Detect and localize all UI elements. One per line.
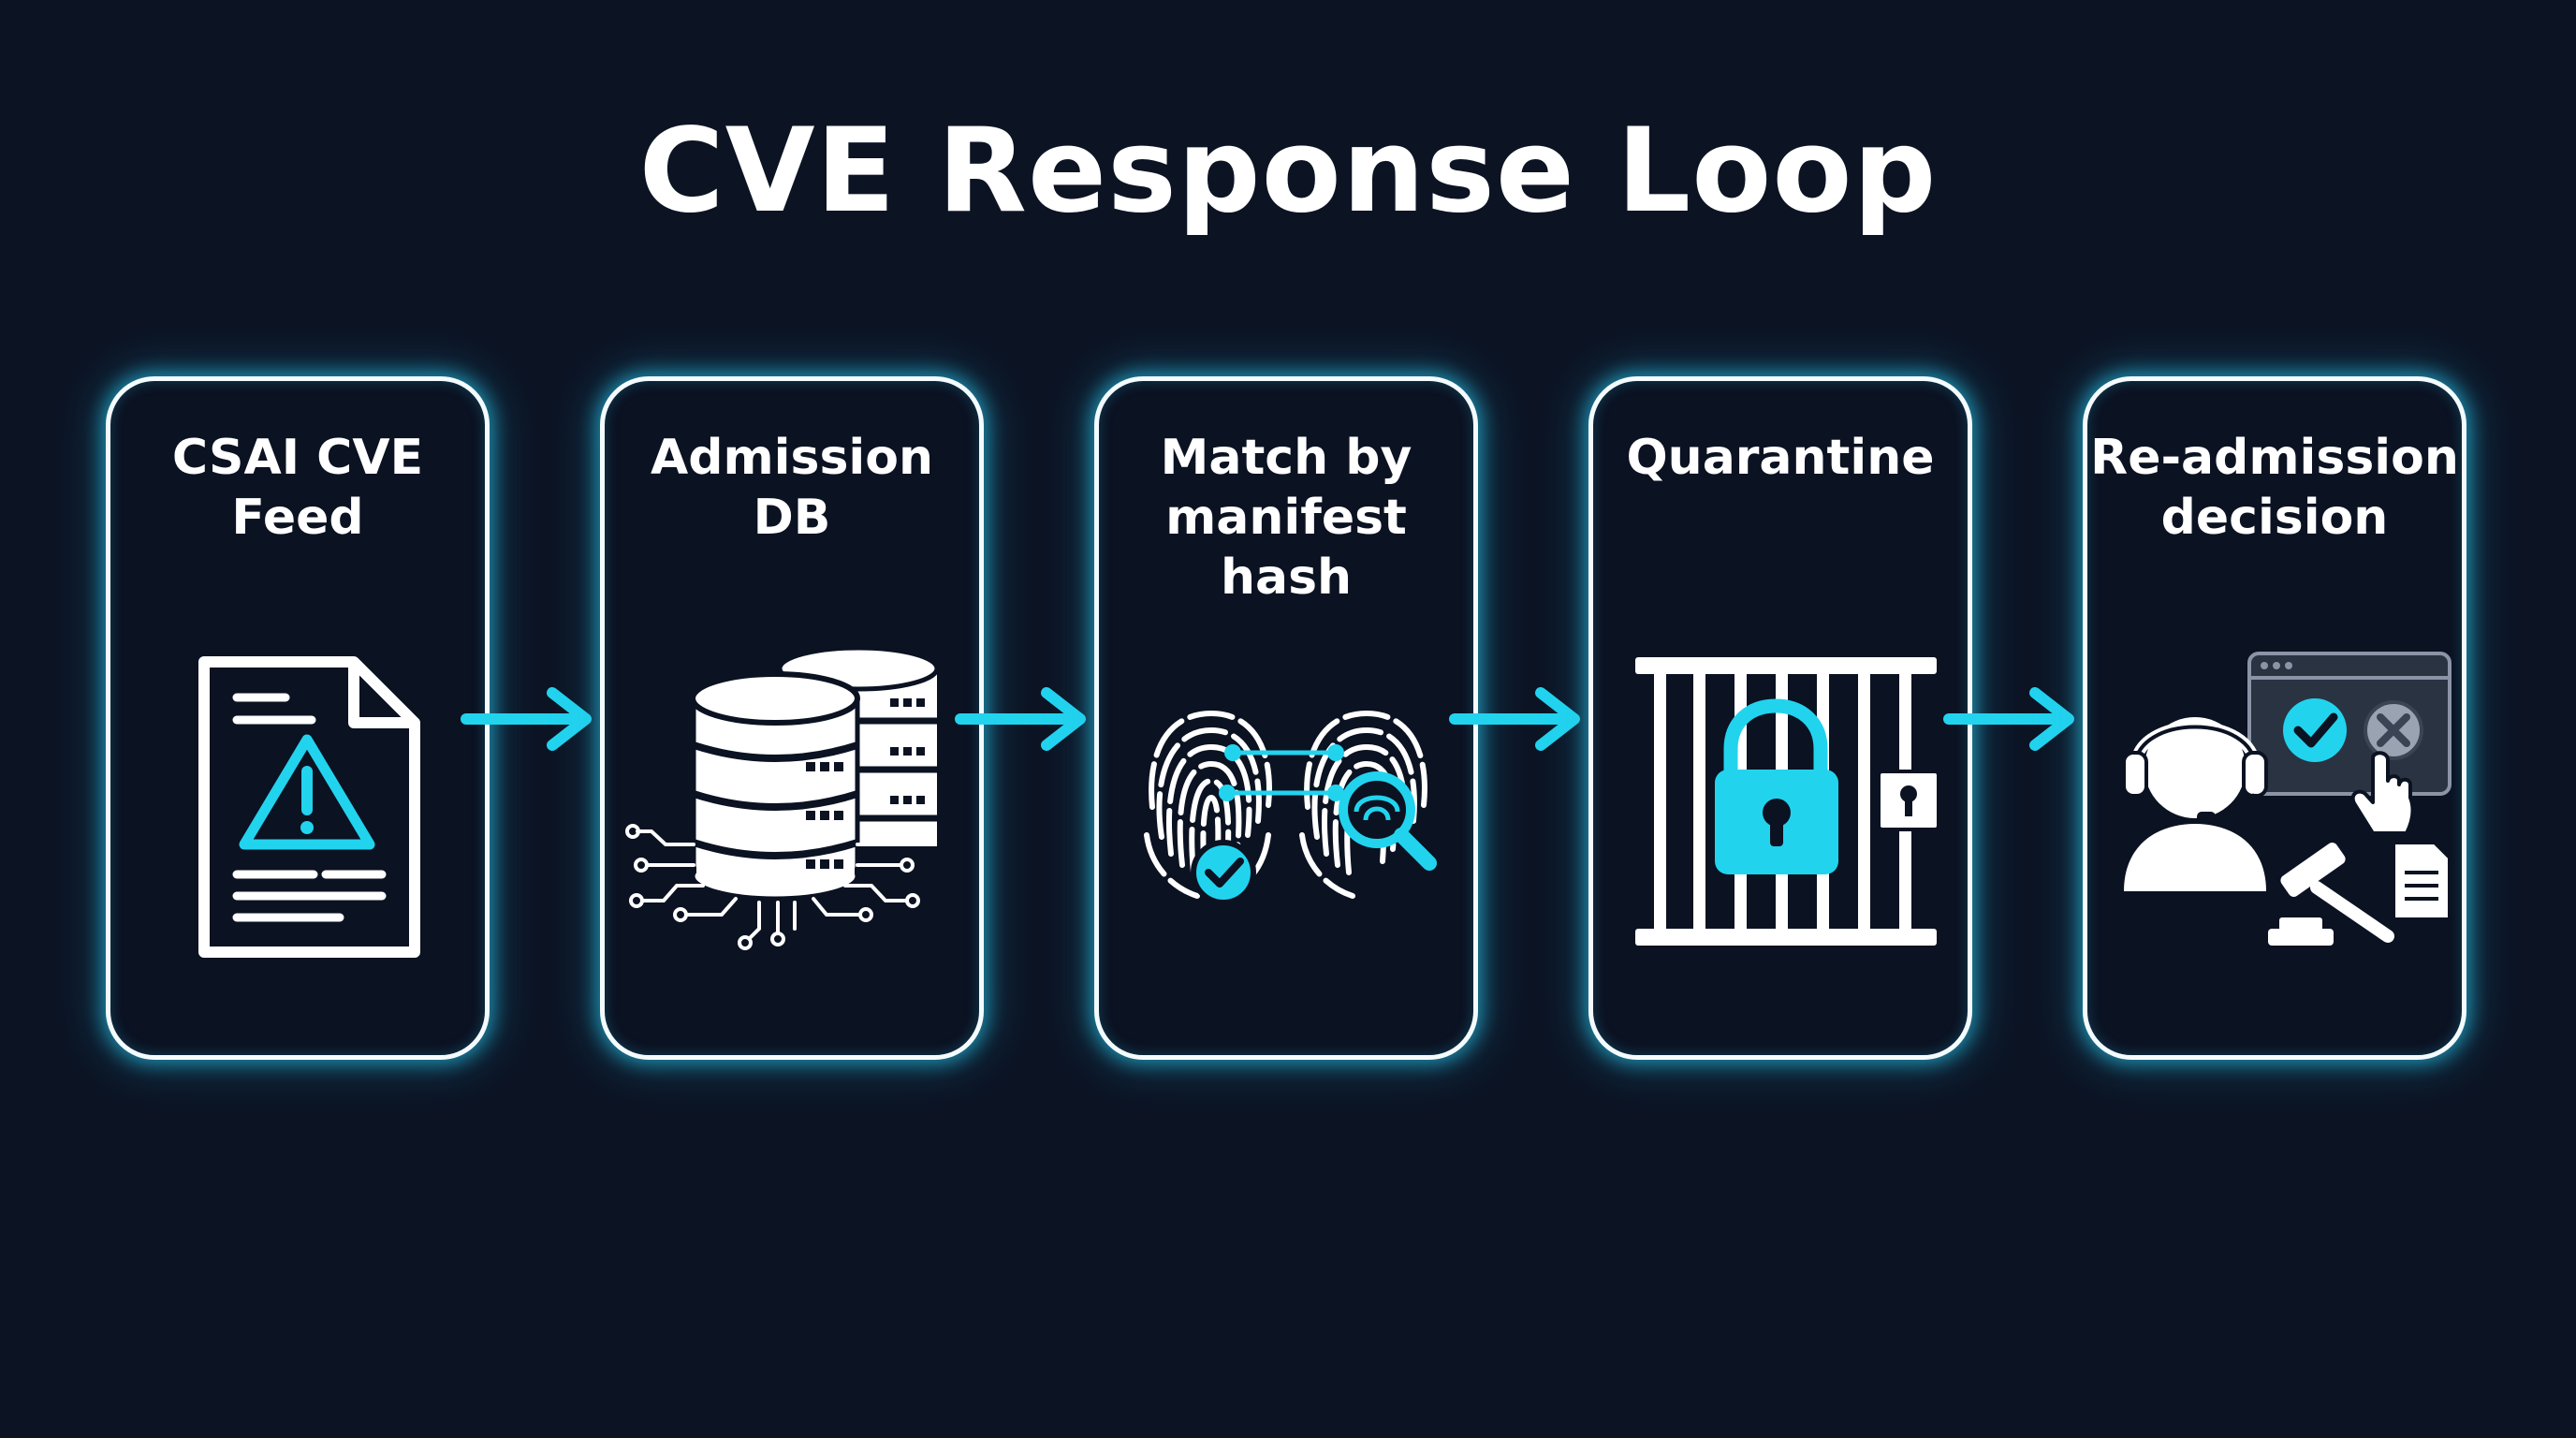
locked-cage-icon <box>1635 657 1940 946</box>
reviewer-gavel-icon <box>2122 652 2452 946</box>
flow-arrow-1 <box>461 687 592 751</box>
flow-arrow-2 <box>955 687 1086 751</box>
step-csai-cve-feed: CSAI CVE Feed <box>106 376 490 1060</box>
step-re-admission-decision: Re-admission decision <box>2083 376 2466 1060</box>
step-label: CSAI CVE Feed <box>171 430 424 546</box>
step-admission-db: Admission DB <box>600 376 984 1060</box>
database-icon <box>625 645 940 950</box>
step-label: Admission DB <box>651 430 933 546</box>
flow-arrow-4 <box>1943 687 2074 751</box>
step-label: Re-admission decision <box>2090 430 2459 546</box>
step-match-by-manifest-hash: Match by manifest hash <box>1094 376 1478 1060</box>
page-title: CVE Response Loop <box>638 104 1938 239</box>
step-label: Quarantine <box>1626 430 1935 486</box>
flow-arrow-3 <box>1449 687 1580 751</box>
step-quarantine: Quarantine <box>1588 376 1972 1060</box>
fingerprint-match-icon <box>1144 710 1437 905</box>
step-label: Match by manifest hash <box>1160 430 1412 606</box>
warning-document-icon <box>198 656 420 958</box>
